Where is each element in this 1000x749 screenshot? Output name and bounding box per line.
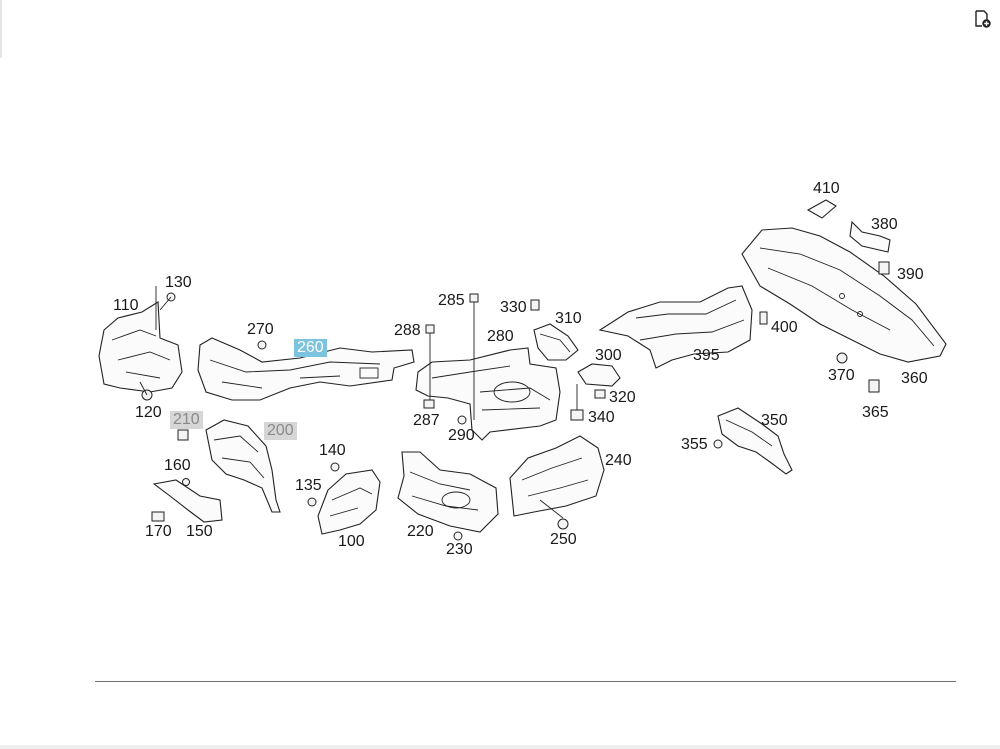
callout-170[interactable]: 170 <box>145 523 172 540</box>
callout-390[interactable]: 390 <box>897 266 924 283</box>
part-360-heat-shield <box>741 227 947 363</box>
part-290-nut <box>457 415 467 425</box>
part-310-bracket <box>533 323 579 361</box>
callout-380[interactable]: 380 <box>871 216 898 233</box>
part-380-bracket <box>849 220 891 253</box>
callout-130[interactable]: 130 <box>165 274 192 291</box>
callout-350[interactable]: 350 <box>761 412 788 429</box>
part-355-screw <box>713 439 723 449</box>
callout-100[interactable]: 100 <box>338 533 365 550</box>
part-370-nut <box>836 352 848 364</box>
part-250-nut <box>557 518 569 530</box>
part-395-heat-shield <box>598 285 753 369</box>
part-110-heat-shield <box>98 286 183 393</box>
callout-290[interactable]: 290 <box>448 427 475 444</box>
part-210-bolt <box>177 429 189 441</box>
callout-370[interactable]: 370 <box>828 367 855 384</box>
callout-150[interactable]: 150 <box>186 523 213 540</box>
callout-210[interactable]: 210 <box>170 411 203 429</box>
callout-320[interactable]: 320 <box>609 389 636 406</box>
part-320-clip <box>594 389 606 399</box>
callout-340[interactable]: 340 <box>588 409 615 426</box>
callout-120[interactable]: 120 <box>135 404 162 421</box>
part-280-heat-shield <box>415 347 561 441</box>
callout-110[interactable]: 110 <box>113 297 139 314</box>
part-340-clip <box>570 409 584 421</box>
part-390-bolt <box>878 261 890 275</box>
part-365-bolt <box>868 379 880 393</box>
left-edge-bar <box>0 0 2 58</box>
add-to-list-icon[interactable] <box>972 9 992 29</box>
part-330-bolt <box>530 299 540 311</box>
callout-160[interactable]: 160 <box>164 457 191 474</box>
part-230-nut <box>453 531 463 541</box>
part-200-heat-shield <box>205 419 281 513</box>
part-410-clamp <box>806 199 837 219</box>
callout-300[interactable]: 300 <box>595 347 622 364</box>
callout-220[interactable]: 220 <box>407 523 434 540</box>
part-270-nut <box>257 340 267 350</box>
callout-230[interactable]: 230 <box>446 541 473 558</box>
callout-140[interactable]: 140 <box>319 442 346 459</box>
callout-250[interactable]: 250 <box>550 531 577 548</box>
part-135-nut <box>307 497 317 507</box>
callout-260[interactable]: 260 <box>294 339 327 357</box>
callout-135[interactable]: 135 <box>295 477 322 494</box>
callout-270[interactable]: 270 <box>247 321 274 338</box>
callout-287[interactable]: 287 <box>413 412 440 429</box>
callout-285[interactable]: 285 <box>438 292 465 309</box>
callout-330[interactable]: 330 <box>500 299 527 316</box>
footer-divider <box>95 681 956 682</box>
part-140-nut <box>330 462 340 472</box>
part-400-stud <box>759 311 768 325</box>
callout-240[interactable]: 240 <box>605 452 632 469</box>
part-240-heat-shield <box>509 435 605 517</box>
part-220-heat-shield <box>397 451 499 533</box>
callout-410[interactable]: 410 <box>813 180 840 197</box>
callout-395[interactable]: 395 <box>693 347 720 364</box>
callout-288[interactable]: 288 <box>394 322 421 339</box>
part-287-clip <box>423 399 435 409</box>
callout-200[interactable]: 200 <box>264 422 297 440</box>
callout-355[interactable]: 355 <box>681 436 708 453</box>
callout-280[interactable]: 280 <box>487 328 514 345</box>
part-100-heat-shield <box>317 469 381 535</box>
callout-310[interactable]: 310 <box>555 310 582 327</box>
part-350-heat-shield <box>717 407 793 475</box>
part-288-bolt <box>425 324 435 334</box>
callout-360[interactable]: 360 <box>901 370 928 387</box>
callout-400[interactable]: 400 <box>771 319 798 336</box>
part-170-clip <box>151 511 165 522</box>
bottom-band <box>0 745 1000 749</box>
part-260-heat-shield <box>197 337 415 401</box>
part-160-screw <box>182 478 190 486</box>
part-285-bolt <box>469 293 479 303</box>
part-300-bracket <box>577 363 621 387</box>
callout-365[interactable]: 365 <box>862 404 889 421</box>
